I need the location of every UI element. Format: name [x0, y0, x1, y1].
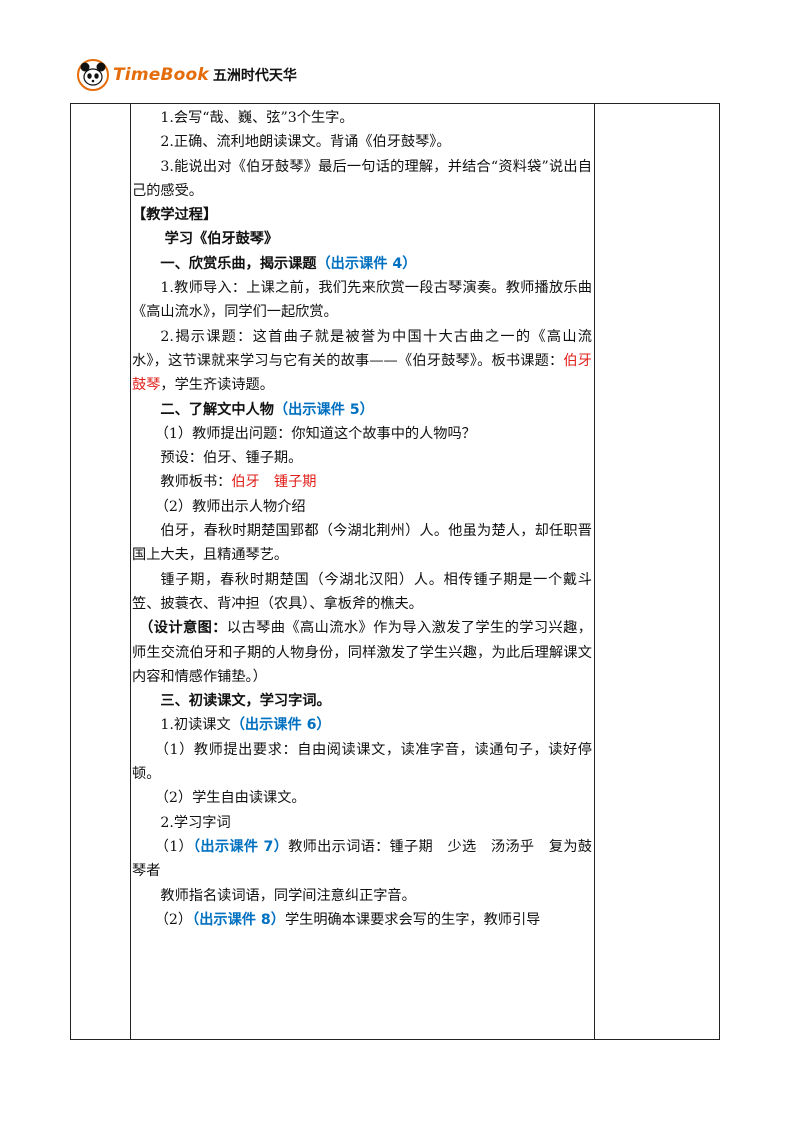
panda-logo-icon — [77, 59, 109, 91]
board-title-red: 伯牙鼓琴 — [132, 352, 592, 394]
logo: TimeBook 五洲时代天华 — [76, 58, 297, 92]
logo-brand: TimeBook — [113, 65, 209, 85]
section-3-2a-text: 教师出示词语：锺子期 少选 汤汤乎 复为鼓琴者 — [132, 838, 592, 880]
logo-chinese: 五洲时代天华 — [212, 68, 297, 84]
section-2-tag: （出示课件 5） — [273, 401, 374, 418]
section-3-2a-tag: （出示课件 7） — [193, 838, 289, 855]
column-divider-right — [594, 104, 595, 1039]
section-1-heading: 一、欣赏乐曲，揭示课题（出示课件 4） — [132, 252, 592, 276]
section-3-2a-prefix: （1） — [154, 838, 193, 855]
section-2-heading: 二、了解文中人物（出示课件 5） — [132, 398, 592, 422]
section-1-para-1: 1.教师导入：上课之前，我们先来欣赏一段古琴演奏。教师播放乐曲《高山流水》，同学… — [132, 280, 592, 321]
section-3-1a: （1）教师提出要求：自由阅读课文，读准字音，读通句子，读好停顿。 — [132, 741, 592, 783]
section-2-title: 二、了解文中人物 — [160, 401, 274, 418]
zhongziqi-intro: 锺子期，春秋时期楚国（今湖北汉阳）人。相传锺子期是一个戴斗笠、披蓑衣、背冲担（农… — [132, 571, 592, 612]
section-3-2c-text: 学生明确本课要求会写的生字，教师引导 — [284, 911, 541, 928]
board-label: 教师板书： — [160, 474, 232, 491]
board-names-red: 伯牙 锺子期 — [231, 474, 317, 491]
section-1-para-2: 2.揭示课题：这首曲子就是被誉为中国十大古曲之一的《高山流水》，这节课就来学习与… — [132, 325, 592, 398]
goal-3: 3.能说出对《伯牙鼓琴》最后一句话的理解，并结合“资料袋”说出自己的感受。 — [132, 158, 592, 199]
section-1-para-2-text: 2.揭示课题：这首曲子就是被誉为中国十大古曲之一的《高山流水》，这节课就来学习与… — [132, 328, 592, 369]
section-3-2c-prefix: （2） — [154, 911, 193, 928]
section-2-preset: 预设：伯牙、锺子期。 — [160, 450, 303, 467]
section-3-2: 2.学习字词 — [160, 814, 231, 831]
process-title: 【教学过程】 — [132, 207, 218, 224]
goal-2: 2.正确、流利地朗读课文。背诵《伯牙鼓琴》。 — [160, 134, 451, 151]
design-label: （设计意图： — [139, 620, 227, 637]
section-3-title: 三、初读课文，学习字词。 — [160, 693, 331, 710]
boya-intro: 伯牙，春秋时期楚国郢都（今湖北荆州）人。他虽为楚人，却任职晋国上大夫，且精通琴艺… — [132, 523, 592, 564]
section-1-para-2-end: ，学生齐读诗题。 — [160, 377, 274, 394]
section-3-2a: （1）（出示课件 7）教师出示词语：锺子期 少选 汤汤乎 复为鼓琴者 — [132, 835, 592, 884]
section-1-tag: （出示课件 4） — [316, 255, 417, 272]
lesson-content: 1.会写“哉、巍、弦”3个生字。 2.正确、流利地朗读课文。背诵《伯牙鼓琴》。 … — [132, 106, 592, 932]
section-2-board: 教师板书：伯牙 锺子期 — [132, 470, 592, 494]
section-1-title: 一、欣赏乐曲，揭示课题 — [160, 255, 317, 272]
section-2-question: （1）教师提出问题：你知道这个故事中的人物吗？ — [154, 425, 476, 442]
section-3-2b: 教师指名读词语，同学间注意纠正字音。 — [160, 887, 416, 904]
lesson-table — [70, 103, 720, 1040]
goal-1: 1.会写“哉、巍、弦”3个生字。 — [160, 110, 354, 126]
section-3-1: 1.初读课文（出示课件 6） — [132, 713, 592, 737]
section-3-1b: （2）学生自由读课文。 — [154, 790, 306, 807]
section-3-2c: （2）（出示课件 8）学生明确本课要求会写的生字，教师引导 — [132, 908, 592, 932]
section-2-intro: （2）教师出示人物介绍 — [154, 498, 306, 515]
design-intent: （设计意图：以古琴曲《高山流水》作为导入激发了学生的学习兴趣，师生交流伯牙和子期… — [132, 616, 592, 689]
lesson-title: 学习《伯牙鼓琴》 — [164, 231, 279, 248]
design-text: 以古琴曲《高山流水》作为导入激发了学生的学习兴趣，师生交流伯牙和子期的人物身份，… — [132, 620, 592, 685]
section-3-1-text: 1.初读课文 — [160, 717, 231, 734]
column-divider-left — [130, 104, 131, 1039]
section-3-1-tag: （出示课件 6） — [230, 717, 331, 734]
section-3-2c-tag: （出示课件 8） — [192, 911, 285, 928]
